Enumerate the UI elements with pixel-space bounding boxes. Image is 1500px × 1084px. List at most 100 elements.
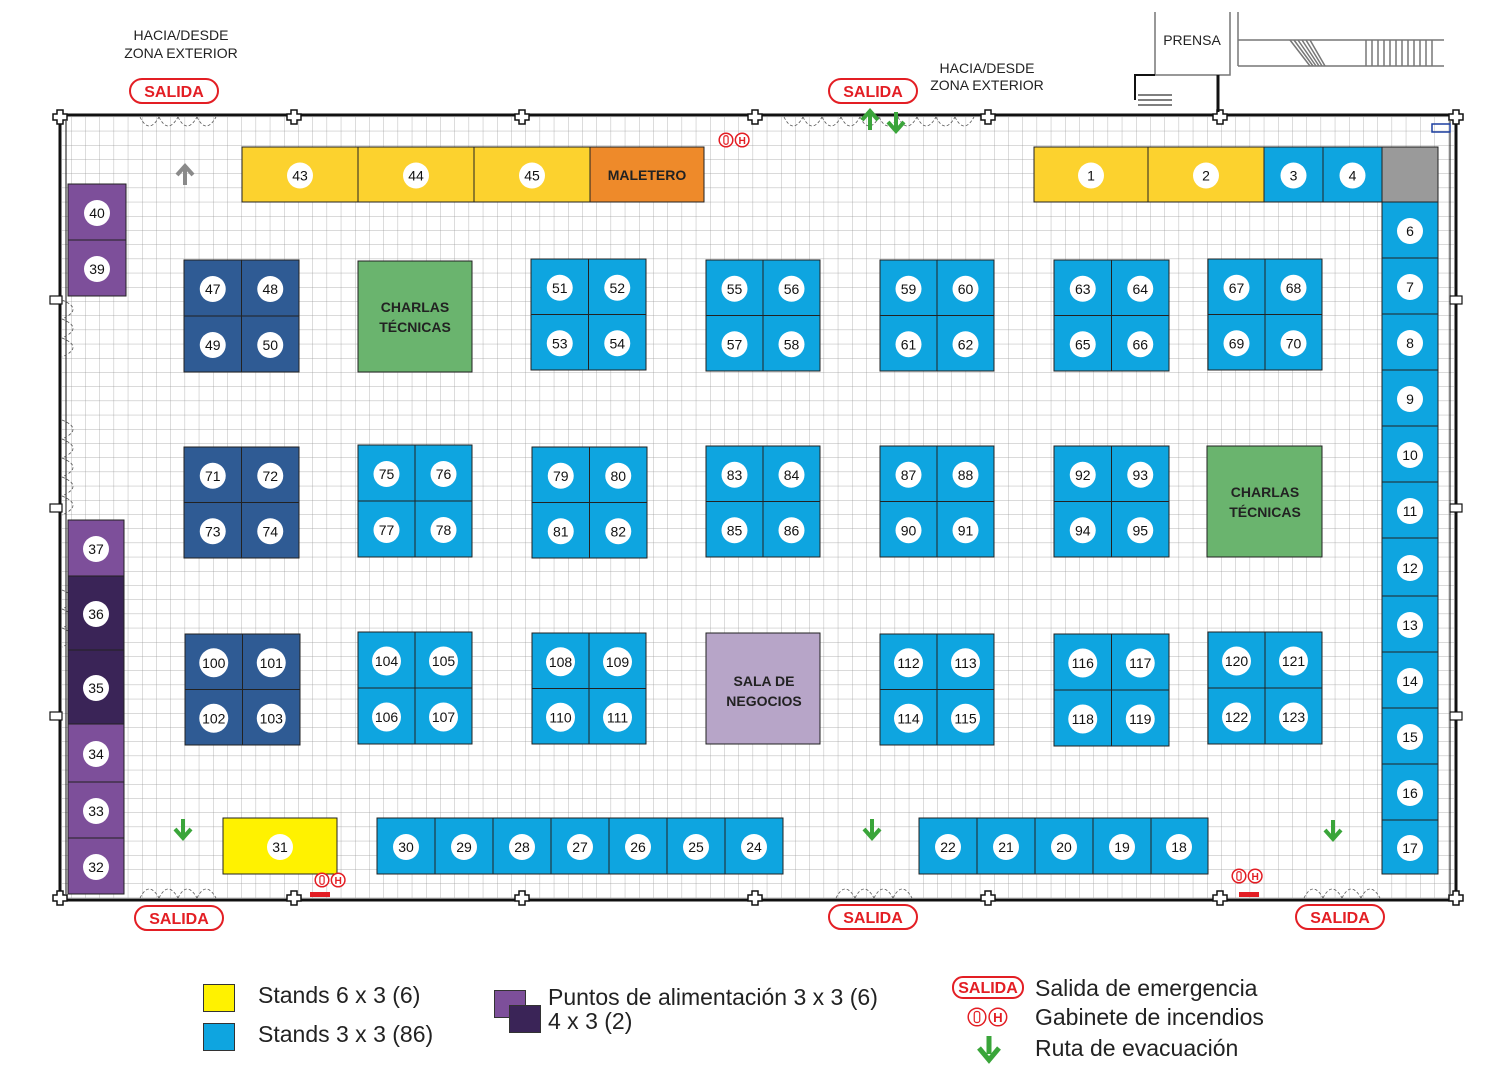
stand-number-badge — [257, 462, 284, 489]
stand-110: 110 — [531, 688, 590, 745]
stand-83: 83 — [705, 445, 764, 502]
stand-number-badge — [83, 854, 109, 880]
stand-number-badge — [778, 517, 805, 544]
stand-40: 40 — [67, 183, 127, 241]
stand-number-badge — [1223, 274, 1250, 301]
stand-62: 62 — [936, 315, 995, 372]
stand-number: 103 — [260, 710, 284, 726]
stand-number-badge — [1127, 517, 1154, 544]
marker-top-right — [1431, 123, 1451, 133]
stand-number: 35 — [88, 680, 104, 696]
stand-number: 16 — [1402, 785, 1418, 801]
stand-number: 75 — [379, 466, 395, 482]
exit-label: SALIDA — [144, 84, 204, 101]
stand-71: 71 — [183, 446, 242, 503]
stand-number: 108 — [549, 654, 573, 670]
stand-number: 69 — [1229, 335, 1245, 351]
stand-number-badge — [372, 646, 401, 676]
stand-number: 61 — [901, 336, 917, 352]
fire-cabinet-mark — [1239, 892, 1259, 897]
stand-number-badge — [199, 648, 229, 678]
caption-top-left-line2: ZONA EXTERIOR — [124, 45, 238, 61]
legend-alimentacion-3x3: Puntos de alimentación 3 x 3 (6) — [548, 984, 878, 1010]
stand-number: 55 — [727, 281, 743, 297]
stand-77: 77 — [357, 500, 416, 558]
exit-salida: SALIDA — [828, 904, 918, 930]
stand-number-badge — [1069, 275, 1096, 302]
stand-number: 107 — [432, 709, 456, 725]
stand-112: 112 — [879, 633, 938, 690]
stand-56: 56 — [762, 259, 821, 316]
stand-number-badge — [1397, 612, 1423, 638]
stand-15: 15 — [1381, 707, 1439, 765]
column — [286, 890, 302, 906]
stand-number-badge — [605, 518, 632, 545]
prensa-label: PRENSA — [1163, 32, 1221, 48]
stand-120: 120 — [1207, 631, 1266, 689]
stand-4: 4 — [1322, 146, 1383, 203]
stand-number: 77 — [379, 522, 395, 538]
stand-number-badge — [267, 834, 293, 860]
evacuation-arrow-up-icon — [860, 107, 880, 130]
stand-number: 7 — [1406, 279, 1414, 295]
stand-number: 67 — [1229, 280, 1245, 296]
stand-87: 87 — [879, 445, 938, 502]
stand-113: 113 — [936, 633, 995, 690]
fire-cabinet-h: H — [1251, 872, 1258, 883]
fire-cabinet-h: H — [334, 876, 341, 887]
stand-number-badge — [993, 834, 1019, 860]
stand-number: 36 — [88, 606, 104, 622]
exit-label: SALIDA — [149, 911, 209, 928]
stand-44: 44 — [357, 146, 475, 203]
wall-marker — [49, 711, 63, 721]
stand-number: 44 — [408, 168, 424, 184]
stand-number: 14 — [1402, 673, 1418, 689]
stand-80: 80 — [589, 446, 648, 503]
stand-number-badge — [83, 601, 109, 627]
column — [514, 890, 530, 906]
stand-number: 64 — [1132, 281, 1148, 297]
stand-number: 119 — [1129, 711, 1152, 727]
stand-8: 8 — [1381, 313, 1439, 371]
legend-swatch-stands-6x3 — [203, 984, 235, 1012]
wall-marker — [1449, 711, 1463, 721]
stand-number: 83 — [727, 467, 743, 483]
stand-number: 105 — [432, 653, 456, 669]
stand-number: 114 — [897, 710, 920, 726]
column — [1448, 890, 1464, 906]
stand-102: 102 — [184, 689, 243, 746]
stand-number-badge — [778, 461, 805, 488]
stand-number: 65 — [1075, 336, 1091, 352]
stand-115: 115 — [936, 689, 995, 746]
stand-109: 109 — [588, 632, 647, 689]
stand-number-badge — [451, 834, 477, 860]
caption-top-center-line1: HACIA/DESDE — [940, 60, 1035, 76]
stand-34: 34 — [67, 723, 125, 783]
stand-49: 49 — [183, 315, 242, 373]
stand-number-badge — [1280, 162, 1307, 189]
fire-cabinet-icon: H — [967, 1007, 1008, 1027]
column — [52, 890, 68, 906]
fire-cabinet-h: H — [993, 1010, 1003, 1025]
stand-number: 47 — [205, 281, 221, 297]
stand-70: 70 — [1264, 314, 1323, 371]
stand-number-badge — [951, 703, 980, 733]
legend-evacuation-arrow-icon — [977, 1036, 1001, 1064]
stand-number-badge — [1397, 668, 1423, 694]
stand-92: 92 — [1053, 445, 1112, 502]
stand-number: 13 — [1402, 617, 1418, 633]
stand-number-badge — [1069, 461, 1096, 488]
stand-number: 71 — [205, 468, 221, 484]
stand-108: 108 — [531, 632, 590, 689]
stand-number-badge — [547, 462, 574, 489]
caption-top-center-line2: ZONA EXTERIOR — [930, 77, 1044, 93]
stand-number-badge — [1397, 218, 1423, 244]
stand-14: 14 — [1381, 651, 1439, 709]
stand-number-badge — [546, 274, 573, 301]
stand-58: 58 — [762, 315, 821, 372]
stand-51: 51 — [530, 258, 589, 315]
svg-text:CHARLAS: CHARLAS — [1231, 484, 1299, 500]
exit-salida: SALIDA — [1295, 904, 1385, 930]
stand-number-badge — [1127, 461, 1154, 488]
stand-number-badge — [1279, 702, 1308, 732]
